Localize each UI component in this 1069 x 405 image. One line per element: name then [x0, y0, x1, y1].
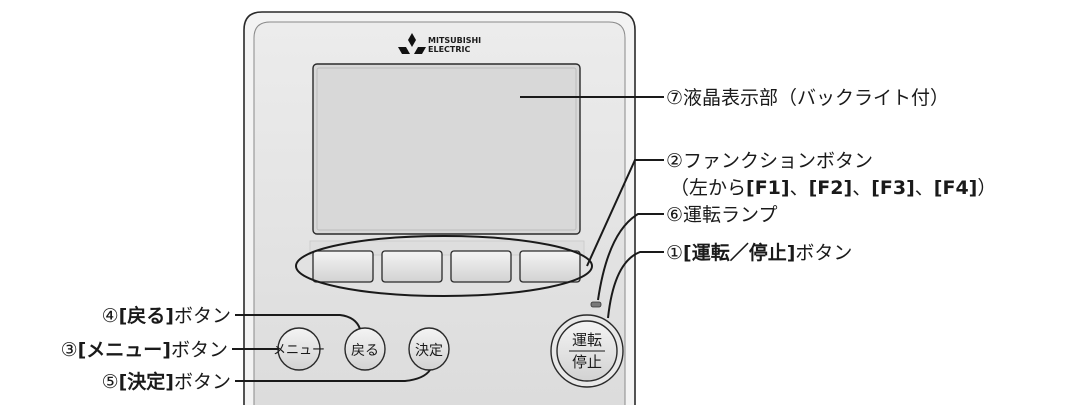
f3-button[interactable] [450, 250, 512, 283]
callout-lamp: ⑥運転ランプ [666, 204, 777, 226]
leader-line-back [235, 314, 361, 330]
enter-button[interactable]: 決定 [408, 327, 450, 371]
callout-back: ④[戻る]ボタン [102, 304, 231, 327]
leader-line-onoff [607, 251, 664, 319]
leader-line-function [586, 159, 664, 267]
function-buttons-highlight-ellipse [295, 235, 593, 297]
leader-line-enter [235, 369, 431, 382]
function-buttons [312, 250, 581, 283]
f1-button[interactable] [312, 250, 374, 283]
f4-button[interactable] [519, 250, 581, 283]
on-off-label-line2: 停止 [572, 353, 602, 371]
on-off-button[interactable]: 運転 停止 [550, 314, 624, 388]
enter-button-label: 決定 [415, 343, 443, 359]
function-button-guide [309, 240, 585, 256]
lcd-inner-frame [316, 67, 577, 231]
brand-name-line2: ELECTRIC [428, 45, 470, 54]
leader-lines [232, 96, 664, 382]
leader-line-lamp [597, 213, 664, 301]
back-button[interactable]: 戻る [344, 327, 386, 371]
f2-button[interactable] [381, 250, 443, 283]
callout-enter: ⑤[決定]ボタン [102, 370, 231, 393]
brand-name-line1: MITSUBISHI [428, 36, 481, 45]
callout-function-line1: ②ファンクションボタン [666, 150, 873, 172]
operation-lamp [590, 301, 602, 308]
lcd-screen [312, 63, 581, 235]
callout-menu: ③[メニュー]ボタン [61, 339, 228, 361]
callout-function-line2: （左から[F1]、[F2]、[F3]、[F4]） [670, 177, 996, 199]
menu-button-label: メニュー [273, 343, 325, 358]
mitsubishi-logo: MITSUBISHI ELECTRIC [398, 33, 481, 54]
three-diamonds-icon [398, 33, 426, 54]
back-button-label: 戻る [351, 343, 379, 359]
callout-lcd: ⑦液晶表示部（バックライト付） [666, 87, 949, 109]
on-off-label-line1: 運転 [572, 331, 602, 349]
callout-onoff: ①[運転／停止]ボタン [666, 241, 852, 264]
